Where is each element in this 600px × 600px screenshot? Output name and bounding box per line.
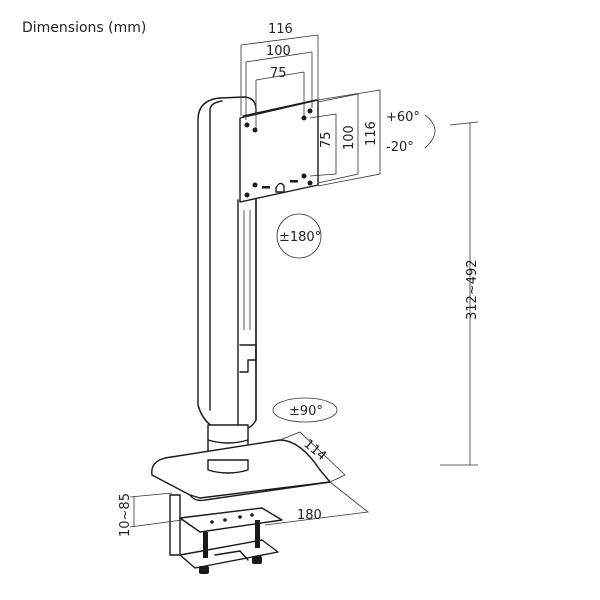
- plate-width-outer-label: 116: [268, 22, 293, 37]
- clamp-range-dimension: [129, 492, 183, 528]
- swivel-label: ±90°: [289, 404, 323, 419]
- vesa-plate: [239, 99, 319, 203]
- tilt-down-label: -20°: [386, 140, 414, 155]
- plate-width-dimensions: [240, 34, 319, 128]
- clamp: [169, 494, 283, 574]
- swivel-arrow-icon: [272, 397, 338, 423]
- diagram-title: Dimensions (mm): [22, 20, 147, 36]
- base-width-dimension: [264, 481, 369, 526]
- tilt-up-label: +60°: [386, 110, 420, 125]
- base: [151, 424, 331, 502]
- tilt-arrow-icon: [424, 114, 436, 149]
- plate-width-middle-label: 100: [266, 44, 291, 59]
- height-dimension: [440, 121, 479, 466]
- height-range-label: 312~492: [465, 259, 480, 320]
- plate-height-middle-label: 100: [342, 125, 357, 150]
- plate-height-inner-label: 75: [319, 131, 334, 148]
- base-width-label: 180: [297, 508, 322, 523]
- plate-height-outer-label: 116: [364, 121, 379, 146]
- plate-width-inner-label: 75: [270, 66, 287, 81]
- rotation-arrow-icon: [276, 213, 322, 259]
- clamp-range-label: 10~85: [118, 493, 133, 537]
- rotation-label: ±180°: [279, 230, 321, 245]
- plate-height-dimensions: [309, 89, 381, 187]
- base-depth-dimension: [279, 431, 346, 483]
